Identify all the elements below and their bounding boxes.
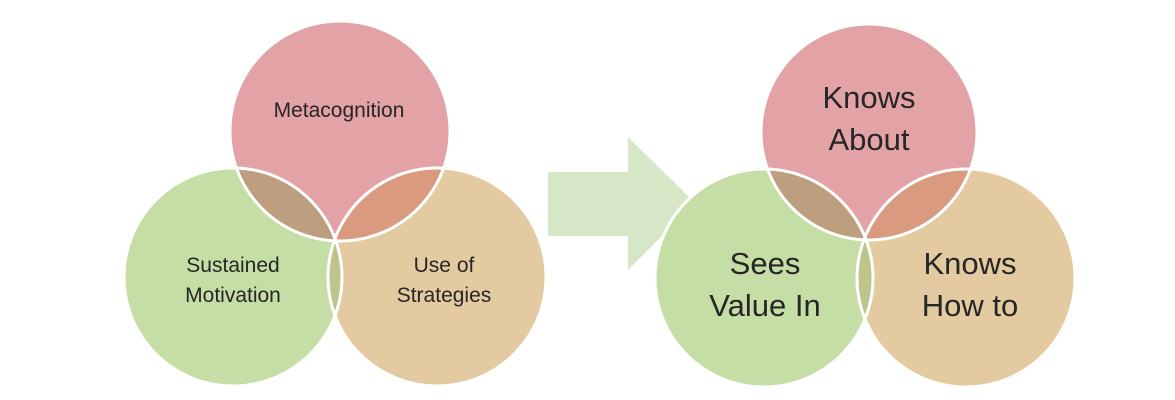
sees-value-in-label: Sees <box>730 246 801 281</box>
use-of-strategies-label-line2: Strategies <box>397 284 492 307</box>
knows-how-to-outline <box>855 167 1077 389</box>
use-of-strategies-label: Use of <box>414 254 475 277</box>
sustained-motivation-label-line2: Motivation <box>185 284 281 307</box>
knows-about-label: Knows <box>822 80 915 115</box>
sees-value-in-label-line2: Value In <box>709 288 820 323</box>
sees-value-in-outline <box>653 167 875 389</box>
metacognition-strategies-overlap <box>328 168 450 241</box>
about-howto-overlap <box>857 169 977 240</box>
knows-about-label-line2: About <box>828 122 909 157</box>
left-venn-diagram: Metacognition Sustained Motivation Use o… <box>122 19 548 388</box>
knows-how-to-label: Knows <box>923 246 1016 281</box>
knows-about-outline <box>759 22 979 242</box>
sustained-motivation-label: Sustained <box>186 254 279 277</box>
metacognition-label: Metacognition <box>274 99 405 122</box>
right-arrow <box>548 137 695 270</box>
about-value-overlap <box>761 169 873 240</box>
metacognition-motivation-overlap <box>230 168 342 241</box>
right-venn-diagram: Knows About Sees Value In Knows How to <box>653 22 1077 389</box>
metacognition-outline <box>228 19 452 243</box>
strategies-outline <box>326 166 548 388</box>
knows-how-to-label-line2: How to <box>922 288 1018 323</box>
motivation-outline <box>122 166 344 388</box>
